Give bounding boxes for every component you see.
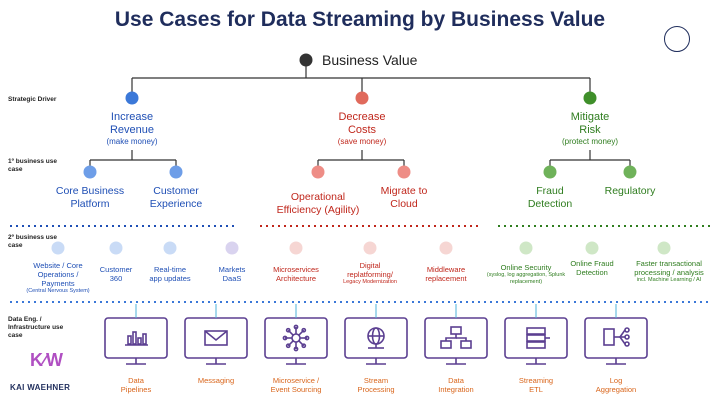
first-dot [311,165,325,179]
brand-logo-icon: K∕W [30,350,63,370]
second-realtime-app-updates: Real-time app updates [149,265,191,283]
second-dot [585,241,599,255]
second-dot [289,241,303,255]
driver-subtitle: (protect money) [561,137,619,146]
second-middleware-replacement: Middleware replacement [425,265,467,283]
side-label-first: 1º business use case [8,158,57,173]
second-online-fraud-detection: Online Fraud Detection [570,259,614,277]
bar-chart-monitor-icon [104,304,168,365]
driver-subtitle: (make money) [106,137,158,146]
driver-title-line1: Mitigate [570,111,610,123]
second-digital-replatforming: Digital replatforming/ Legacy Modernizat… [343,261,397,285]
second-dot [657,241,671,255]
first-regulatory: Regulatory [604,185,656,197]
root-node-label: Business Value [322,52,418,68]
first-dot [543,165,557,179]
second-customer-360: Customer 360 [99,265,133,283]
second-dot [519,241,533,255]
brand-name: KAI WAEHNER [10,383,71,392]
second-faster-transactional-processing: Faster transactional processing / analys… [634,259,704,283]
driver-title-line2: Risk [579,124,601,136]
side-label-second: 2º business use case [8,234,57,249]
first-dot [83,165,97,179]
network-hub-monitor-icon [264,304,328,365]
infra-label-microservice-event-sourcing: Microservice /Event Sourcing [270,376,322,394]
second-microservices-architecture: Microservices Architecture [273,265,319,283]
side-label-strategic: Strategic Driver [8,96,57,103]
driver-title-line2: Revenue [109,124,155,136]
driver-increase-revenue: Increase Revenue (make money) [106,111,157,146]
envelope-monitor-icon [184,304,248,365]
log-monitor-icon [584,304,648,365]
driver-title-line1: Decrease [338,111,386,123]
root-node-dot [299,53,313,67]
driver-dot-mitigate [583,91,597,105]
second-online-security: Online Security (syslog, log aggregation… [486,263,566,285]
server-stack-monitor-icon [504,304,568,365]
driver-mitigate-risk: Mitigate Risk (protect money) [562,111,618,146]
first-dot [169,165,183,179]
driver-dot-decrease [355,91,369,105]
company-logo-icon [664,26,690,52]
side-label-infra: Data Eng. / Infrastructure use case [8,316,64,339]
second-dot [363,241,377,255]
first-dot [397,165,411,179]
globe-monitor-icon [344,304,408,365]
second-dot [225,241,239,255]
second-dot [109,241,123,255]
driver-title-line2: Costs [347,124,377,136]
second-dot [439,241,453,255]
second-markets-daas: Markets DaaS [218,265,246,283]
second-dot [163,241,177,255]
driver-decrease-costs: Decrease Costs (save money) [338,111,386,146]
driver-subtitle: (save money) [337,137,387,146]
integration-monitor-icon [424,304,488,365]
first-dot [623,165,637,179]
page-title: Use Cases for Data Streaming by Business… [114,8,606,31]
infra-label-messaging: Messaging [197,376,235,385]
second-website-core-operations: Website / Core Operations / Payments (Ce… [26,261,90,294]
driver-title-line1: Increase [110,111,154,123]
driver-dot-increase [125,91,139,105]
second-dot [51,241,65,255]
